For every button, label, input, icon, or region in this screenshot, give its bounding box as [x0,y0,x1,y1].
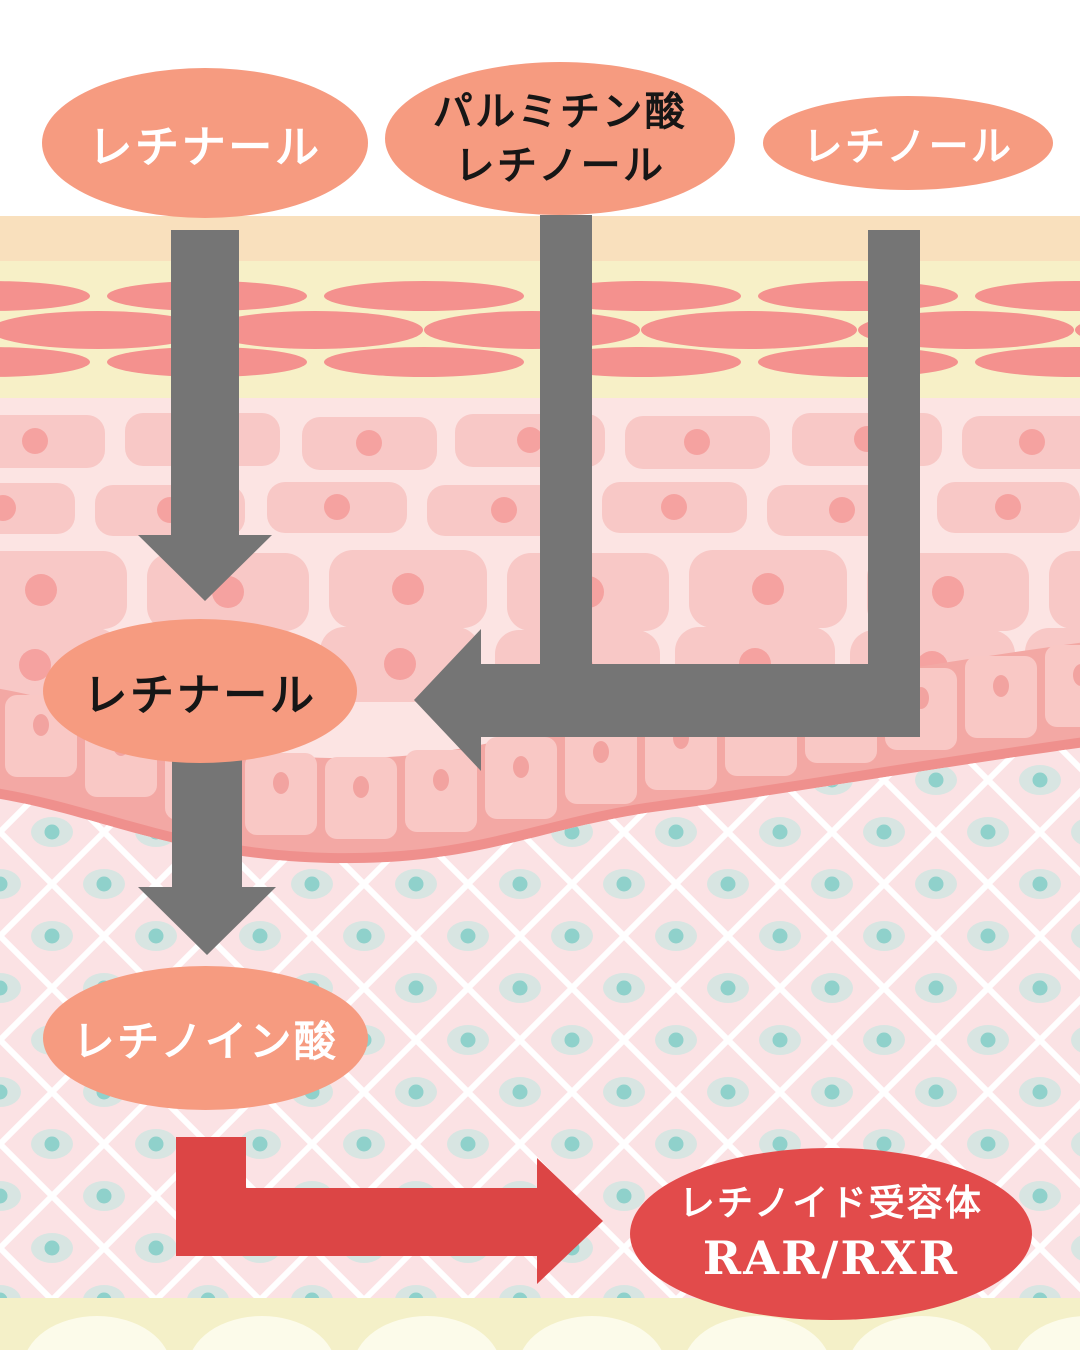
node-retinal-mid: レチナール [43,619,357,763]
layer-subcutis [0,1298,1080,1350]
node-retinol-top: レチノール [763,96,1053,190]
node-retinoid-receptor: レチノイド受容体 RAR/RXR [630,1148,1032,1320]
arrow-palmitate-retinol-to-retinal [414,215,920,771]
gray-arrows [138,215,920,955]
node-retinoid-receptor-line1: レチノイド受容体 [678,1181,984,1224]
node-retinal-top-label: レチナール [88,122,322,173]
node-retinyl-palmitate-line2: レチノール [454,141,666,189]
node-retinoic-acid-label: レチノイン酸 [72,1016,339,1066]
fat-cells [27,1316,1080,1350]
node-retinal-mid-label: レチナール [83,670,317,721]
arrow-retinal-to-retinoic-acid [138,757,276,955]
arrow-retinal-down [138,230,272,601]
node-retinal-top: レチナール [42,68,368,218]
arrow-retinoic-acid-to-receptor [176,1137,603,1284]
node-retinyl-palmitate-line1: パルミチン酸 [432,87,688,135]
node-retinoic-acid: レチノイン酸 [43,966,368,1110]
node-retinyl-palmitate: パルミチン酸 レチノール [385,62,735,215]
node-retinol-top-label: レチノール [802,123,1014,170]
node-retinoid-receptor-line2: RAR/RXR [702,1231,960,1286]
